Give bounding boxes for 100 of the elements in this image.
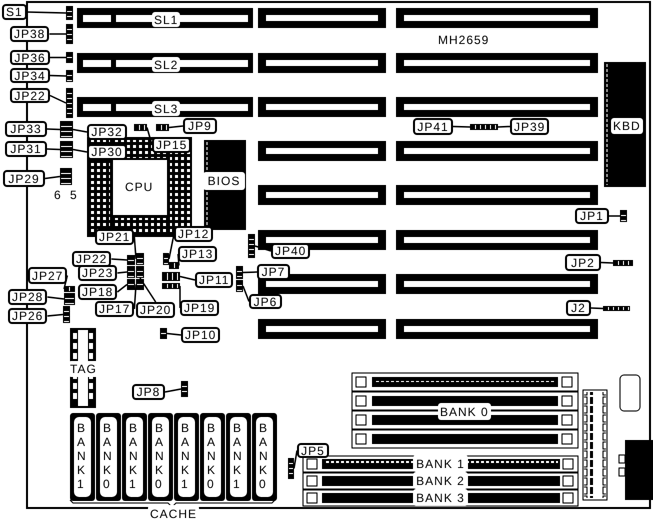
jumper-callout: JP22 <box>10 88 50 103</box>
jumper-callout: JP22 <box>72 251 112 267</box>
jumper-callout: JP34 <box>10 68 50 83</box>
leader-line <box>242 271 258 274</box>
jumper-callout: J2 <box>566 300 591 316</box>
jumper-block <box>63 306 70 323</box>
chip-label: BANK1 <box>77 421 84 491</box>
jumper-block <box>127 279 135 290</box>
jumper-callout: JP17 <box>95 301 134 317</box>
leader-line <box>72 128 88 133</box>
pin-number: 5 <box>70 189 78 201</box>
jumper-callout: JP8 <box>132 384 165 400</box>
jumper-callout: JP5 <box>297 443 329 458</box>
leader-line <box>50 74 66 77</box>
jumper-block <box>236 280 243 292</box>
jumper-callout: JP20 <box>136 302 176 318</box>
jumper-block <box>64 293 75 305</box>
jumper-block <box>248 234 255 258</box>
jumper-callout: JP27 <box>28 267 68 284</box>
leader-line <box>168 125 184 128</box>
leader-line <box>47 314 64 317</box>
slot-label: SL3 <box>152 101 180 116</box>
jumper-block <box>136 253 144 265</box>
jumper-block <box>60 121 73 138</box>
jumper-callout: JP39 <box>510 118 550 135</box>
jumper-block <box>66 52 73 63</box>
jumper-callout: JP18 <box>78 284 118 300</box>
jumper-callout: S1 <box>2 4 27 20</box>
slot-label: SL1 <box>152 12 180 27</box>
jumper-callout: JP19 <box>180 300 220 316</box>
jumper-callout: JP29 <box>3 170 45 187</box>
jumper-block <box>162 272 180 281</box>
leader-line <box>452 126 470 128</box>
jumper-block <box>134 124 147 131</box>
jumper-callout: JP2 <box>565 254 601 271</box>
leader-line <box>111 258 128 261</box>
jumper-callout: JP12 <box>174 226 214 242</box>
leader-line <box>117 271 128 274</box>
jumper-callout: JP6 <box>249 294 282 309</box>
chip-label: BIOS <box>203 172 245 190</box>
bank-label: BANK 2 <box>413 472 468 489</box>
leader-line <box>498 126 510 128</box>
jumper-block <box>162 283 180 289</box>
leader-line <box>139 278 156 302</box>
chip-label: TAG <box>68 361 99 377</box>
leader-line <box>590 307 604 310</box>
jumper-callout: JP10 <box>181 327 220 343</box>
bank-label: BANK 1 <box>413 455 468 472</box>
jumper-block <box>136 279 144 290</box>
jumper-block <box>64 286 75 292</box>
chip-label: BANK1 <box>181 421 188 491</box>
leader-line <box>177 254 180 266</box>
leader-line <box>146 127 153 146</box>
jumper-callout: JP41 <box>413 118 453 135</box>
leader-line <box>164 388 182 393</box>
leader-line <box>50 56 66 58</box>
jumper-block <box>66 24 73 44</box>
jumper-block <box>181 381 188 397</box>
jumper-callout: JP28 <box>8 289 48 305</box>
jumper-callout: JP38 <box>10 26 50 42</box>
chip-label: BANK1 <box>233 421 240 491</box>
leader-line <box>179 286 181 308</box>
connector-label: KBD <box>611 118 643 134</box>
jumper-block <box>288 458 294 479</box>
jumper-block <box>60 141 73 158</box>
jumper-callout: JP40 <box>271 243 310 259</box>
pin-number: 6 <box>54 189 62 201</box>
jumper-block <box>236 266 243 279</box>
model-number: MH2659 <box>438 34 490 46</box>
leader-line <box>134 236 137 260</box>
jumper-callout: JP32 <box>87 124 127 140</box>
jumper-block <box>163 253 169 265</box>
jumper-block <box>156 124 169 131</box>
jumper-callout: JP31 <box>5 141 47 157</box>
jumper-block <box>66 6 73 20</box>
jumper-callout: JP30 <box>87 144 127 160</box>
leader-line <box>134 284 137 310</box>
leader-line <box>609 215 620 217</box>
leader-line <box>293 450 298 469</box>
leader-line <box>180 276 196 281</box>
jumper-callout: JP13 <box>178 246 218 262</box>
leader-line <box>50 94 66 104</box>
leader-line <box>47 296 64 300</box>
leader-line <box>46 148 60 150</box>
jumper-block <box>136 266 144 278</box>
jumper-callout: JP33 <box>5 121 47 137</box>
bank-label: BANK 3 <box>413 489 468 506</box>
jumper-callout: JP23 <box>78 265 118 281</box>
jumper-block <box>127 266 135 278</box>
jumper-callout: JP26 <box>8 308 48 324</box>
jumper-block <box>66 88 73 118</box>
leader-line <box>166 332 182 336</box>
jumper-callout: JP36 <box>10 50 50 65</box>
jumper-callout: JP11 <box>195 272 234 288</box>
jumper-callout: JP1 <box>575 208 609 224</box>
leader-line <box>44 176 60 180</box>
chip-label: BANK0 <box>103 421 110 491</box>
slot-label: SL2 <box>152 57 180 72</box>
chip-label: BANK0 <box>259 421 266 491</box>
leader-line <box>26 11 66 14</box>
